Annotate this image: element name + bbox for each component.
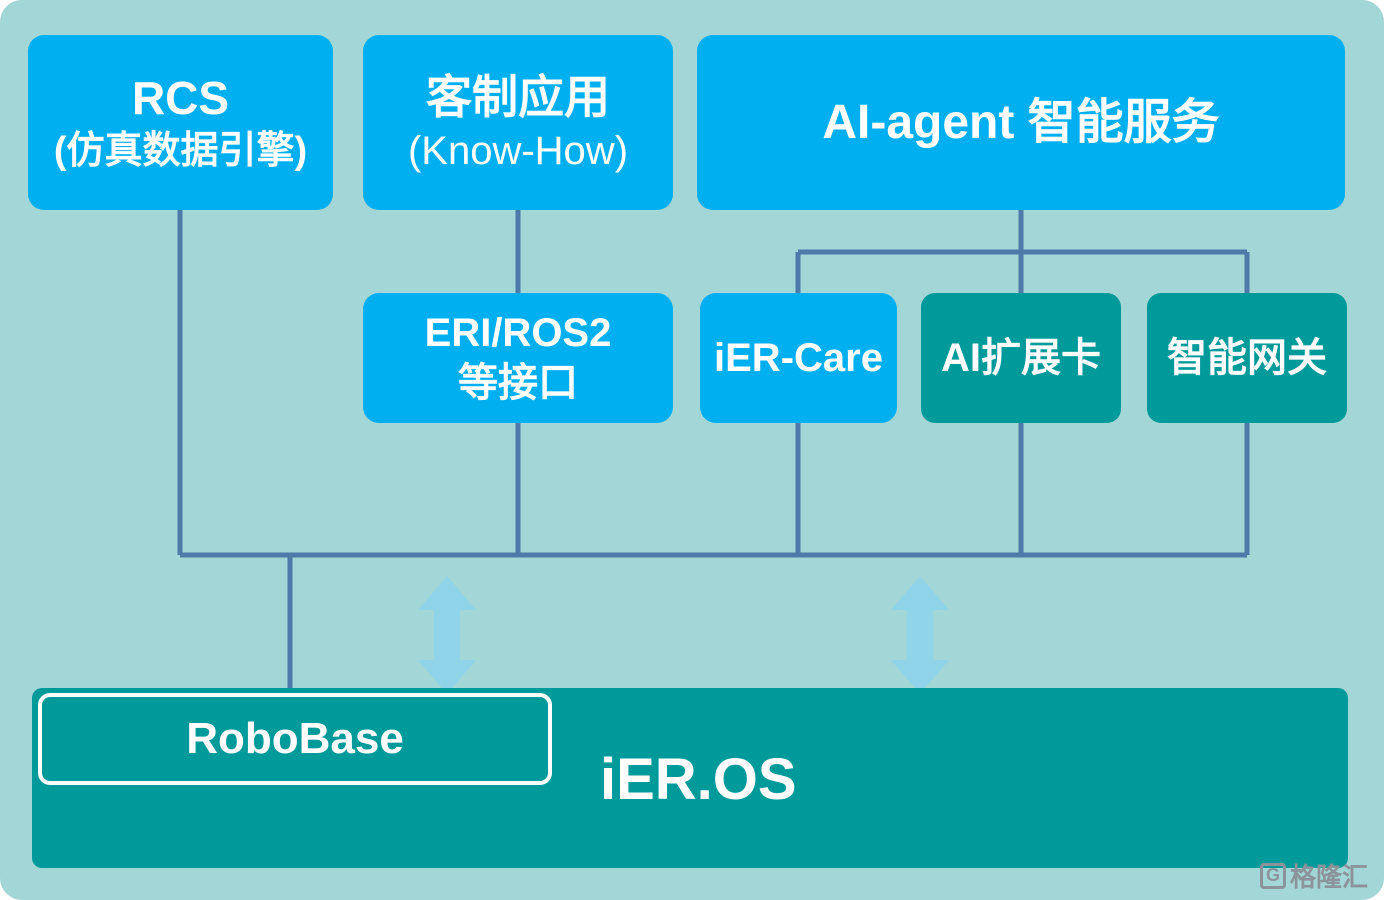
gelonghui-watermark-text: 格隆汇 bbox=[1289, 862, 1368, 892]
double-arrow-left-icon bbox=[418, 576, 476, 694]
custom-application-subtitle: (Know-How) bbox=[407, 129, 629, 174]
double-arrow-right-icon bbox=[891, 576, 949, 694]
ai-agent-service-title: AI-agent 智能服务 bbox=[822, 95, 1220, 149]
gelonghui-watermark: G 格隆汇 bbox=[1259, 857, 1368, 894]
box-ier-care: iER-Care bbox=[700, 293, 897, 423]
box-eri-ros2-interface: ERI/ROS2 等接口 bbox=[363, 293, 673, 423]
smart-gateway-label: 智能网关 bbox=[1167, 336, 1327, 380]
box-ier-os-platform: RoboBase iER.OS bbox=[32, 688, 1348, 868]
rcs-subtitle: (仿真数据引擎) bbox=[53, 129, 308, 172]
box-custom-application: 客制应用 (Know-How) bbox=[363, 35, 673, 210]
box-ai-expansion-card: AI扩展卡 bbox=[921, 293, 1121, 423]
ier-care-label: iER-Care bbox=[714, 336, 883, 380]
box-rcs: RCS (仿真数据引擎) bbox=[28, 35, 333, 210]
box-smart-gateway: 智能网关 bbox=[1147, 293, 1347, 423]
box-robobase: RoboBase bbox=[38, 693, 552, 785]
ai-expansion-card-label: AI扩展卡 bbox=[941, 336, 1101, 380]
gelonghui-logo-icon: G bbox=[1259, 862, 1286, 889]
eri-ros2-line1: ERI/ROS2 bbox=[424, 311, 612, 355]
ier-os-label: iER.OS bbox=[600, 747, 797, 812]
eri-ros2-line2: 等接口 bbox=[458, 361, 578, 405]
custom-application-title: 客制应用 bbox=[426, 70, 610, 123]
box-ai-agent-service: AI-agent 智能服务 bbox=[697, 35, 1345, 210]
rcs-title: RCS bbox=[131, 72, 230, 124]
connector-lines bbox=[177, 210, 1250, 690]
robobase-label: RoboBase bbox=[186, 714, 404, 763]
